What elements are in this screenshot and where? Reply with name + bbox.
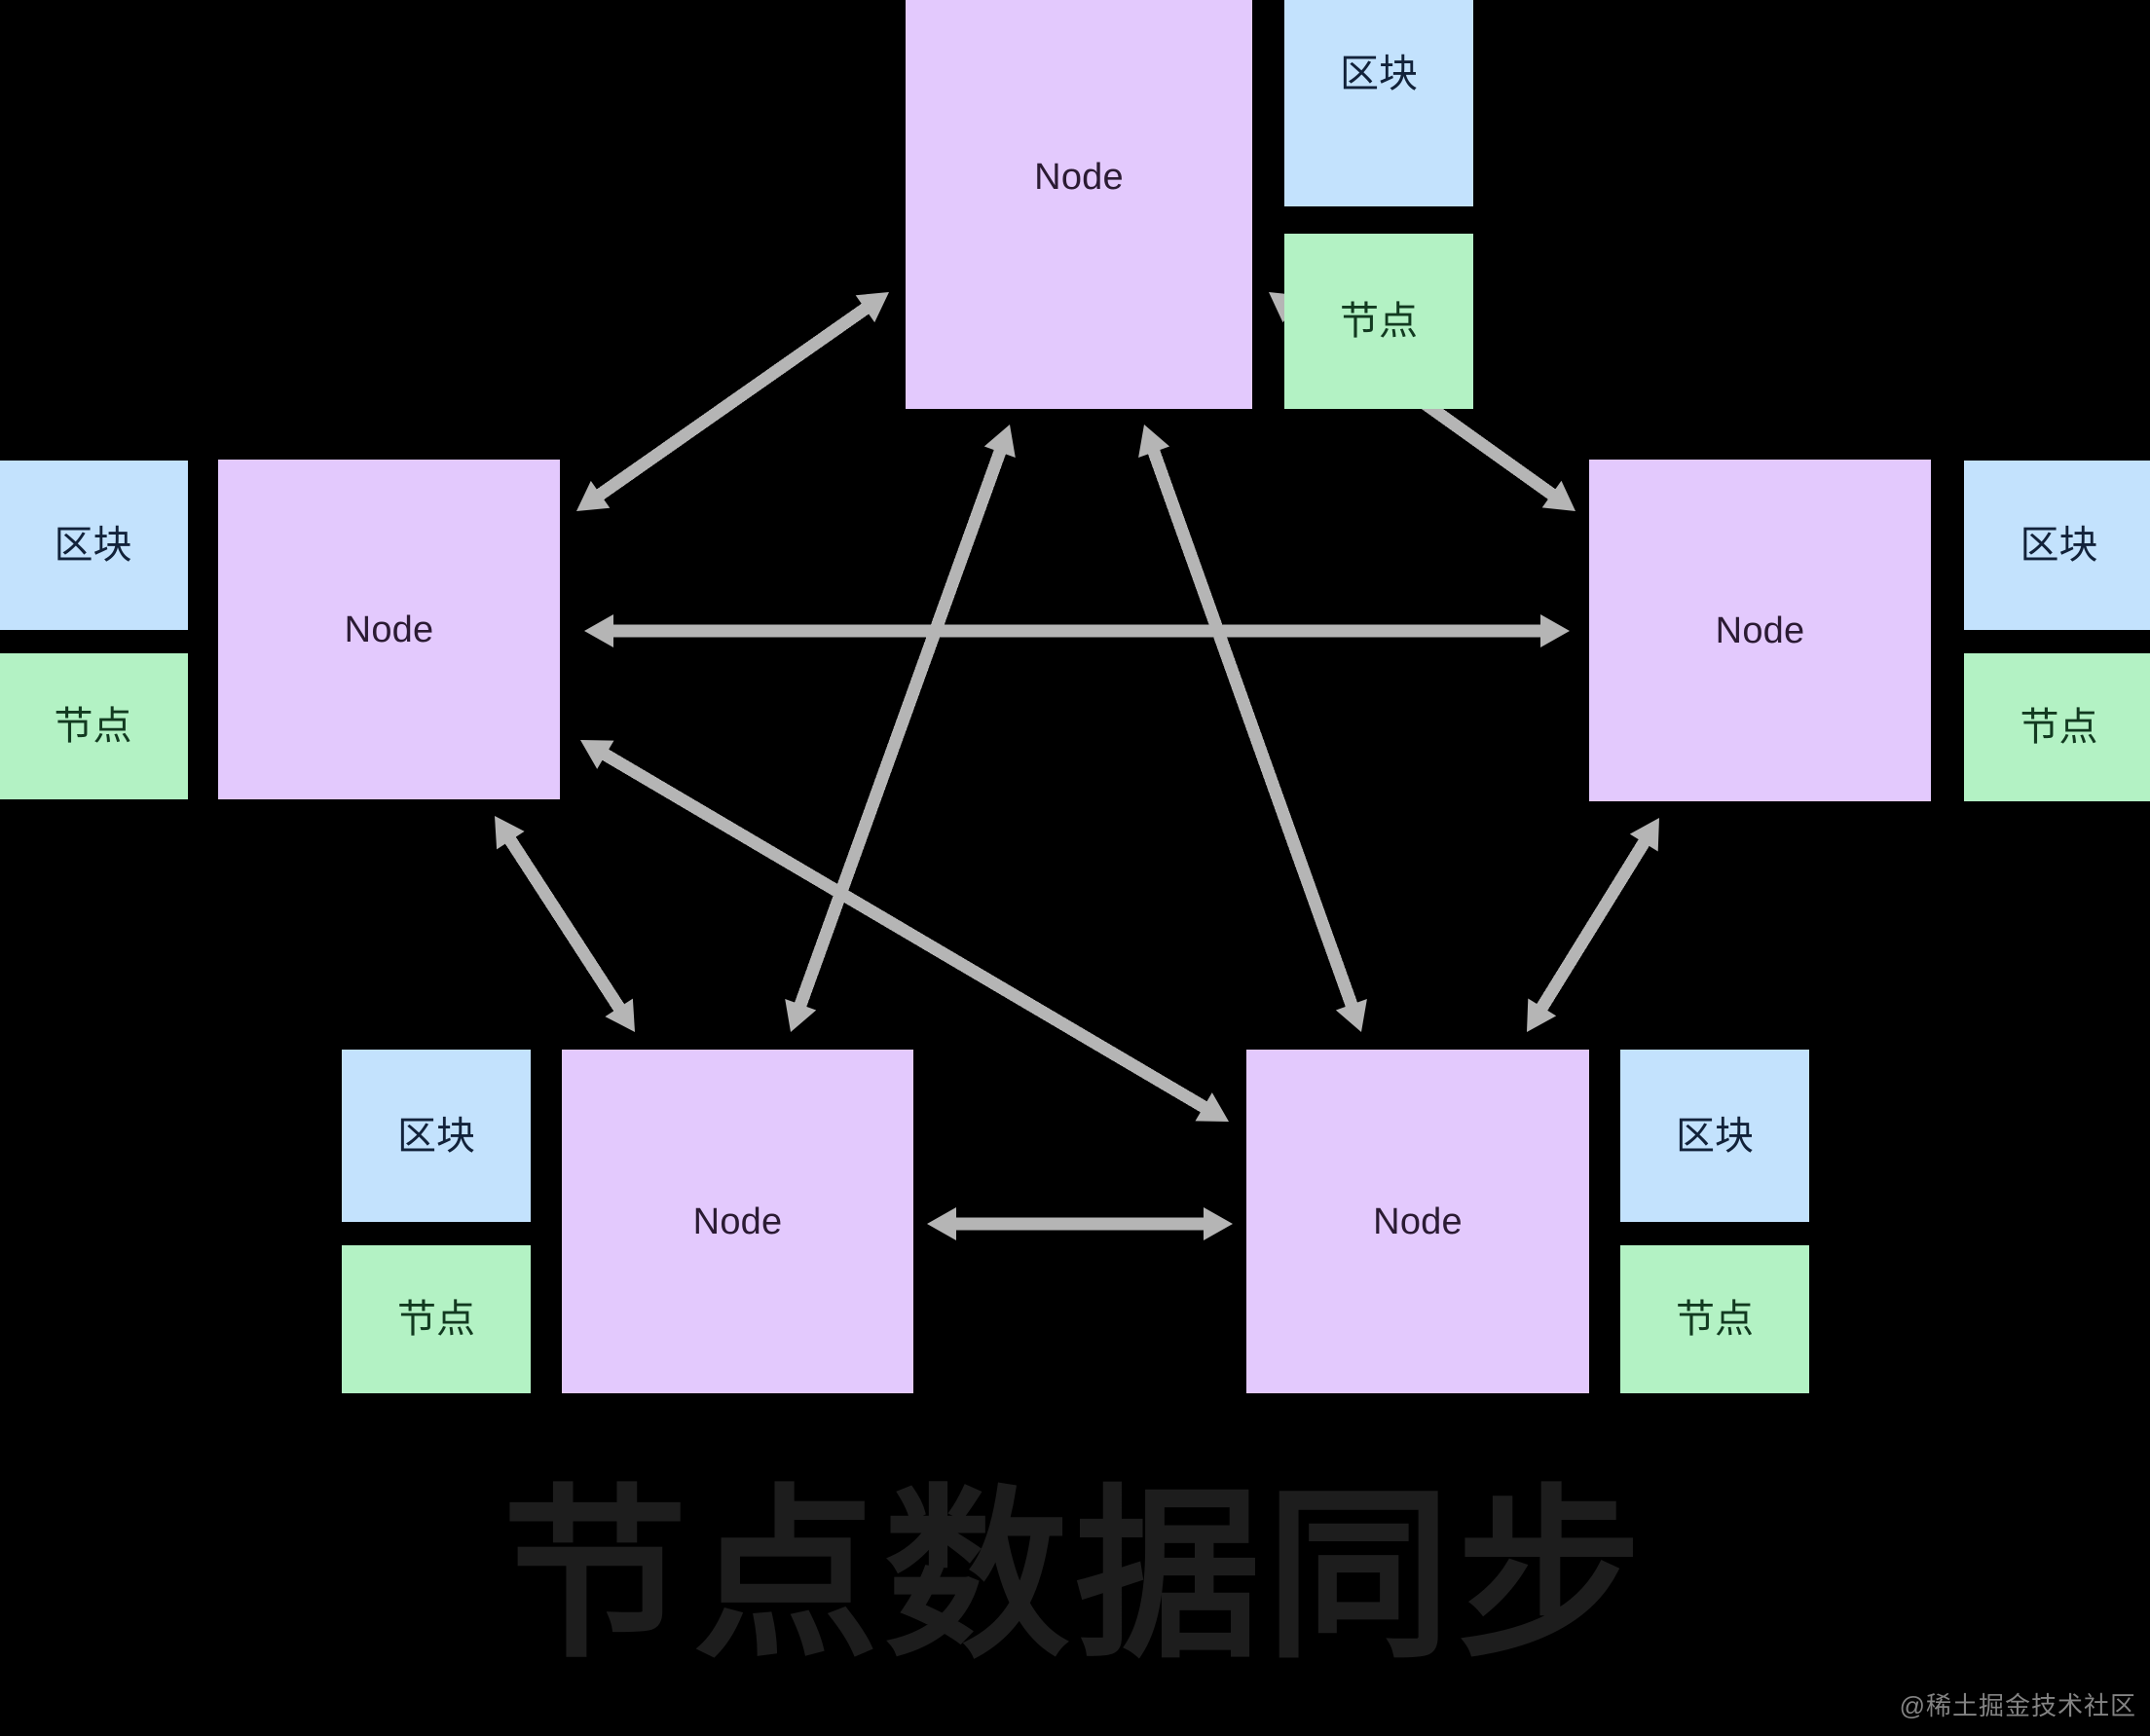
diagram-title: 节点数据同步 <box>501 1473 1648 1680</box>
node-left-block-box-label: 区块 <box>54 524 132 567</box>
arrow-head <box>1527 998 1557 1032</box>
node-bottom-left-block-box-label: 区块 <box>397 1114 475 1158</box>
node-bottom-left-block-box[interactable]: 区块 <box>342 1050 531 1222</box>
node-top-block-box[interactable]: 区块 <box>1284 0 1473 206</box>
arrow-head <box>785 999 817 1032</box>
node-top-label: Node <box>1034 157 1124 198</box>
node-top-block-box-label: 区块 <box>1340 53 1418 95</box>
arrow-head <box>983 425 1016 458</box>
arrow-head <box>1541 480 1575 511</box>
node-bottom-right[interactable]: Node <box>1246 1050 1589 1393</box>
node-bottom-left-peer-box-label: 节点 <box>397 1298 475 1341</box>
arrow-head <box>580 740 614 769</box>
node-top-peer-box[interactable]: 节点 <box>1284 234 1473 409</box>
node-left-peer-box-label: 节点 <box>54 705 132 748</box>
node-right-label: Node <box>1715 609 1805 651</box>
arrow-head <box>576 480 611 511</box>
node-left-label: Node <box>344 609 434 650</box>
connector-line <box>585 296 880 507</box>
connector-line <box>1143 437 1362 1019</box>
node-bottom-right-block-box[interactable]: 区块 <box>1620 1050 1809 1222</box>
connector-node-left-to-node-right <box>584 614 1570 647</box>
node-bottom-left-peer-box[interactable]: 节点 <box>342 1245 531 1393</box>
connector-node-bottom-left-to-node-bottom-right <box>927 1207 1233 1240</box>
arrow-head <box>855 292 889 323</box>
node-bottom-right-label: Node <box>1373 1200 1463 1242</box>
node-top-peer-box-label: 节点 <box>1340 300 1418 343</box>
node-bottom-left-label: Node <box>692 1200 783 1242</box>
arrow-head <box>1138 425 1170 458</box>
node-right-peer-box-label: 节点 <box>2020 706 2098 749</box>
connector-node-top-to-node-bottom-left <box>785 425 1016 1032</box>
arrow-head <box>495 816 525 850</box>
node-bottom-right-block-box-label: 区块 <box>1676 1114 1754 1158</box>
connector-line <box>1530 828 1656 1022</box>
node-right-block-box-label: 区块 <box>2020 524 2098 567</box>
connector-node-left-to-node-top <box>576 292 889 511</box>
connector-node-left-to-node-bottom-left <box>495 816 635 1032</box>
node-left-peer-box[interactable]: 节点 <box>0 653 188 799</box>
arrow-head <box>1204 1207 1233 1240</box>
node-bottom-right-peer-box-label: 节点 <box>1676 1298 1754 1341</box>
node-left-block-box[interactable]: 区块 <box>0 461 188 630</box>
connector-node-top-to-node-bottom-right <box>1138 425 1367 1032</box>
node-right[interactable]: Node <box>1589 460 1931 801</box>
arrow-head <box>605 998 635 1032</box>
node-right-peer-box[interactable]: 节点 <box>1964 653 2150 801</box>
watermark: @稀土掘金技术社区 <box>1899 1691 2136 1720</box>
arrow-head <box>1335 999 1367 1032</box>
arrow-head <box>1629 818 1659 852</box>
connector-line <box>790 437 1011 1019</box>
node-left[interactable]: Node <box>218 460 560 799</box>
node-bottom-left[interactable]: Node <box>562 1050 913 1393</box>
arrow-head <box>927 1207 956 1240</box>
arrow-head <box>1195 1092 1229 1122</box>
connector-line <box>498 826 632 1022</box>
arrow-head <box>584 614 613 647</box>
node-right-block-box[interactable]: 区块 <box>1964 461 2150 630</box>
arrow-head <box>1540 614 1570 647</box>
node-top[interactable]: Node <box>906 0 1252 409</box>
connector-node-right-to-node-bottom-right <box>1527 818 1659 1032</box>
node-bottom-right-peer-box[interactable]: 节点 <box>1620 1245 1809 1393</box>
